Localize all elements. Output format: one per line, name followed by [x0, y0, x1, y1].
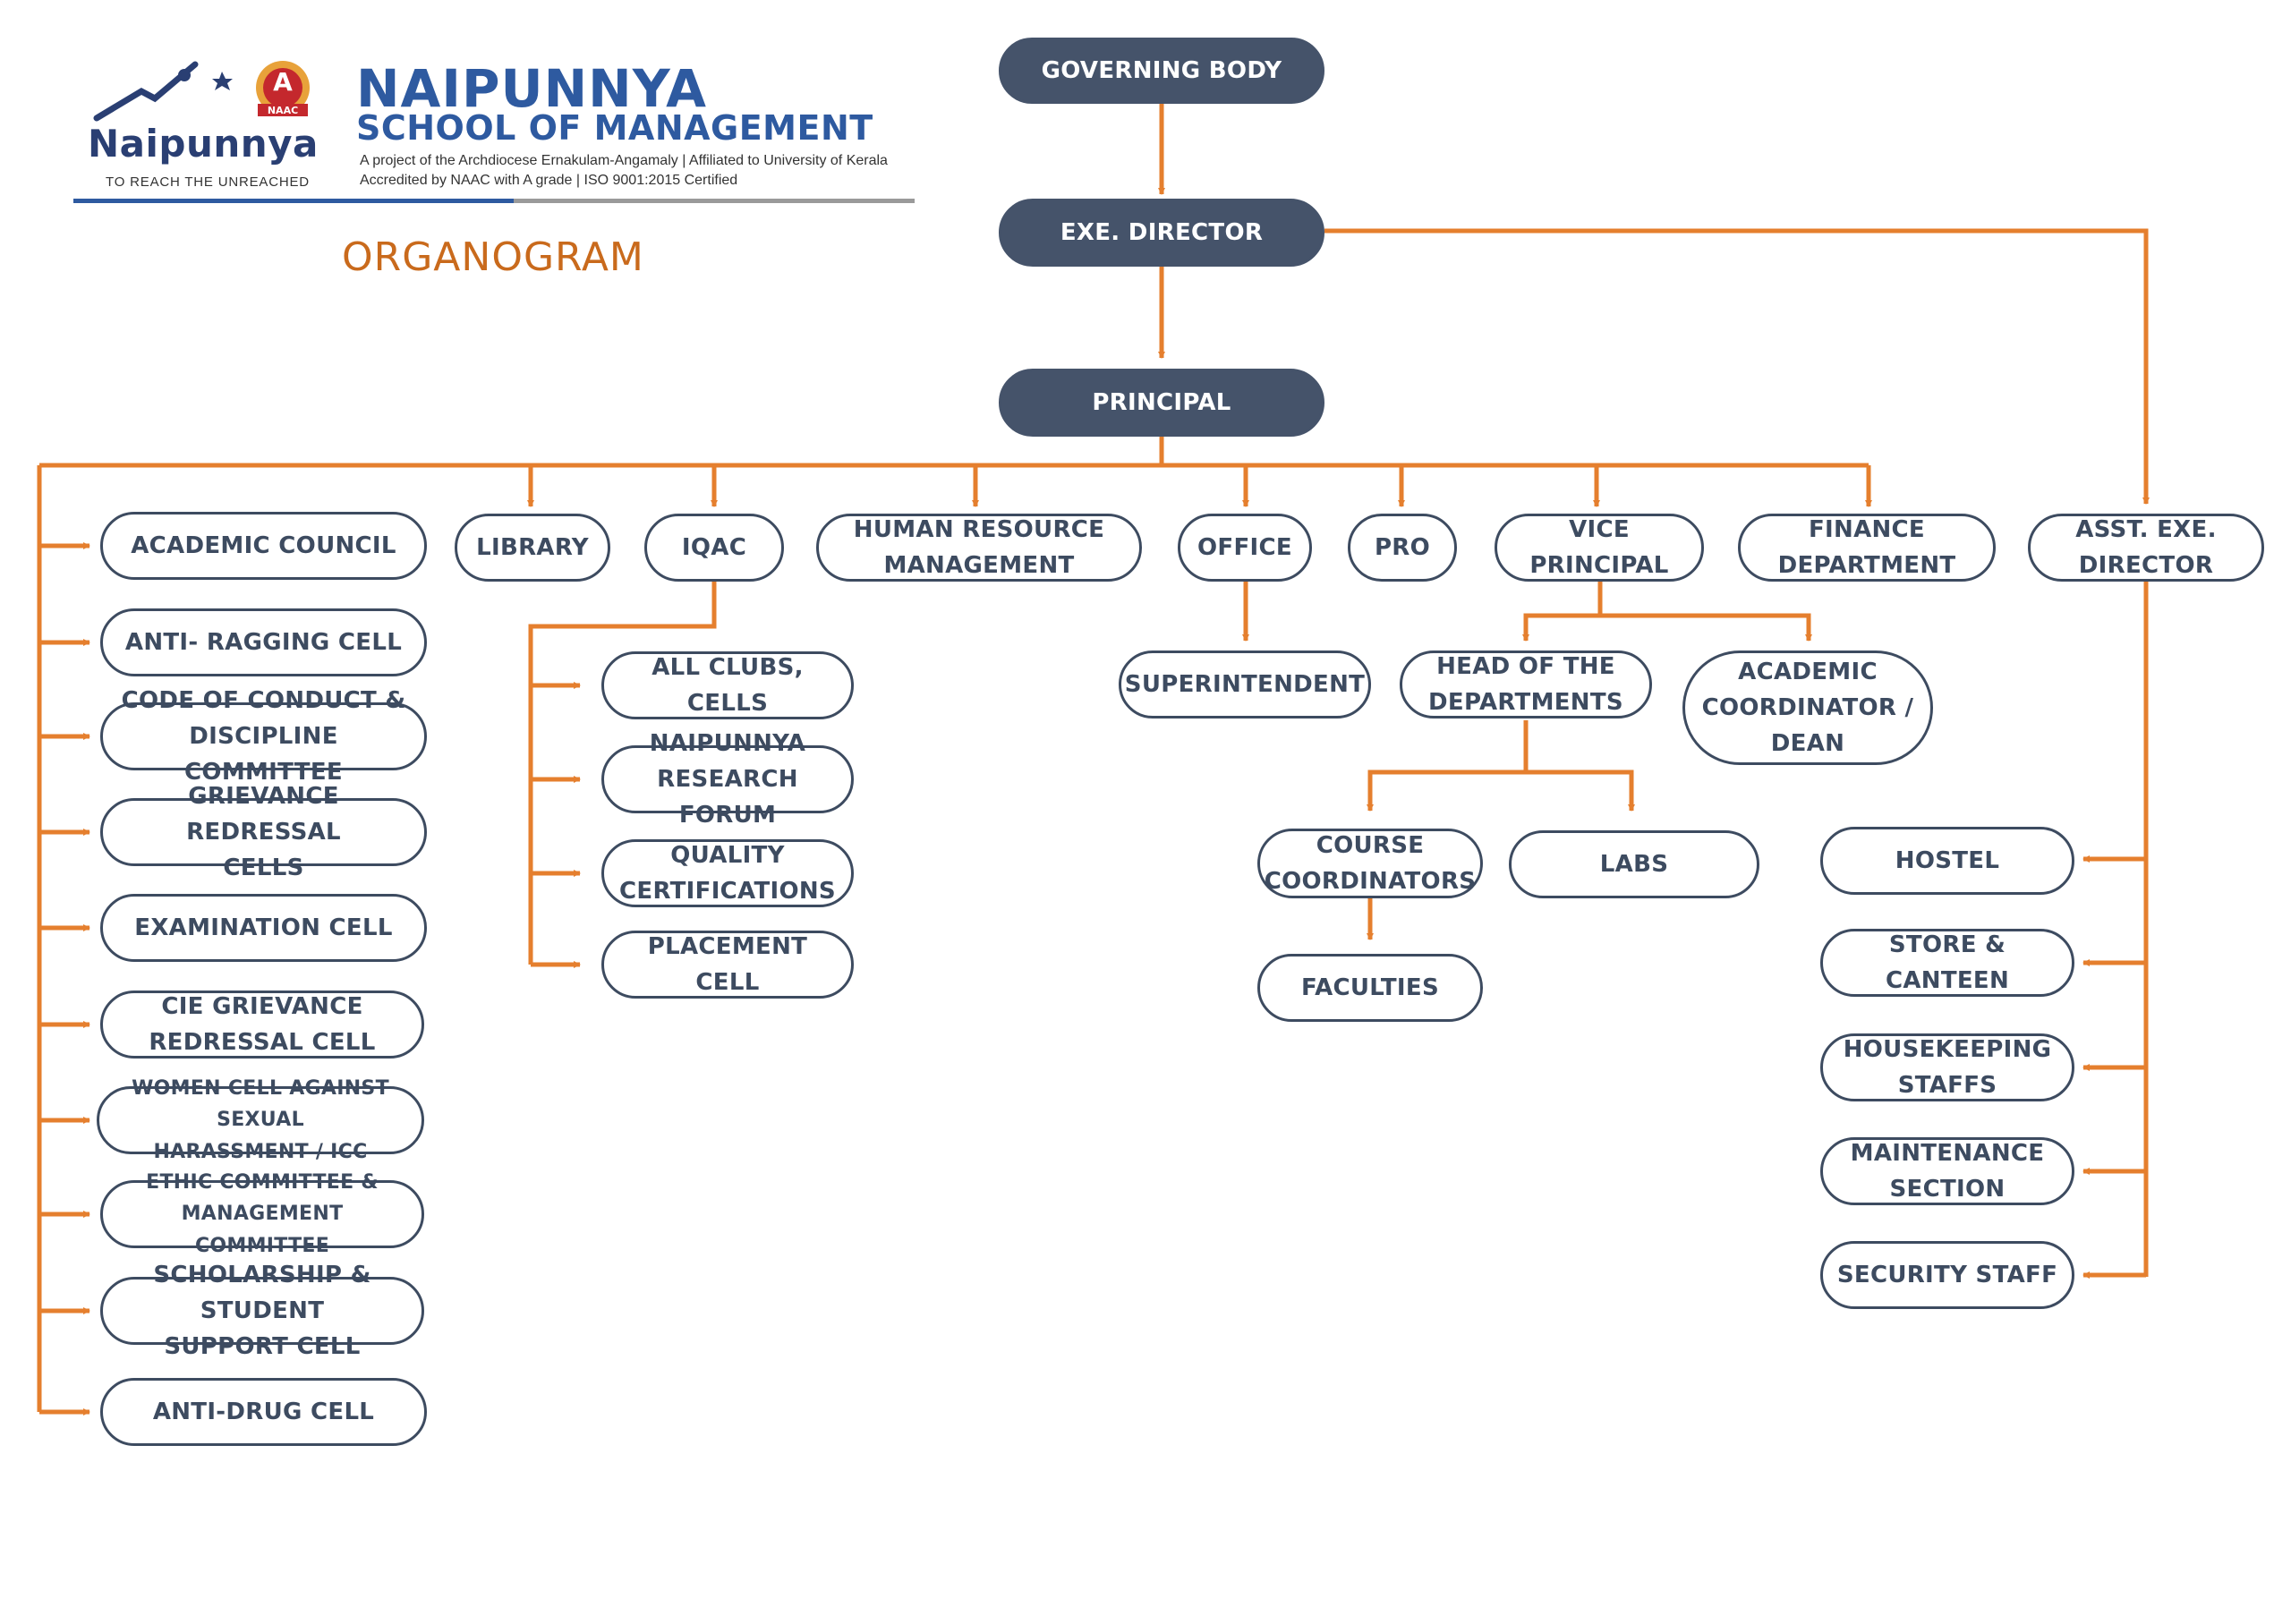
node-ethic-committee: ETHIC COMMITTEE & MANAGEMENT COMMITTEE	[100, 1171, 424, 1257]
node-finance-department: FINANCE DEPARTMENT	[1738, 514, 1996, 582]
accreditation-line: Accredited by NAAC with A grade | ISO 90…	[360, 173, 738, 188]
node-hr-management: HUMAN RESOURCE MANAGEMENT	[816, 514, 1142, 582]
node-labs: LABS	[1509, 830, 1759, 898]
node-all-clubs: ALL CLUBS, CELLS	[601, 651, 854, 719]
institution-name: NAIPUNNYA	[356, 58, 708, 119]
node-research-forum: NAIPUNNYA RESEARCH FORUM	[601, 730, 854, 829]
node-asst-exe-director: ASST. EXE. DIRECTOR	[2028, 514, 2264, 582]
affiliation-line: A project of the Archdiocese Ernakulam-A…	[360, 153, 888, 168]
naipunnya-logo	[88, 55, 320, 127]
node-exe-director: EXE. DIRECTOR	[999, 199, 1324, 267]
runner-icon	[93, 61, 233, 122]
node-academic-council: ACADEMIC COUNCIL	[100, 512, 427, 580]
node-placement-cell: PLACEMENT CELL	[601, 931, 854, 999]
node-scholarship: SCHOLARSHIP & STUDENT SUPPORT CELL	[100, 1262, 424, 1360]
node-cie-grievance: CIE GRIEVANCE REDRESSAL CELL	[100, 991, 424, 1059]
logo-tagline: TO REACH THE UNREACHED	[106, 174, 310, 190]
node-head-of-departments: HEAD OF THE DEPARTMENTS	[1400, 650, 1652, 718]
node-academic-coordinator: ACADEMIC COORDINATOR / DEAN	[1682, 650, 1933, 765]
node-vice-principal: VICE PRINCIPAL	[1495, 514, 1704, 582]
naac-badge: A NAAC	[251, 59, 315, 123]
node-anti-drug-cell: ANTI-DRUG CELL	[100, 1378, 427, 1446]
node-faculties: FACULTIES	[1257, 954, 1483, 1022]
logo-wordmark: Naipunnya	[88, 122, 319, 166]
node-hostel: HOSTEL	[1820, 827, 2074, 895]
header-rule-grey	[514, 199, 915, 203]
node-store-canteen: STORE & CANTEEN	[1820, 929, 2074, 997]
node-office: OFFICE	[1178, 514, 1312, 582]
node-principal: PRINCIPAL	[999, 369, 1324, 437]
node-examination-cell: EXAMINATION CELL	[100, 894, 427, 962]
node-women-cell: WOMEN CELL AGAINST SEXUAL HARASSMENT / I…	[97, 1077, 424, 1163]
school-name: SCHOOL OF MANAGEMENT	[356, 108, 873, 148]
node-code-of-conduct: CODE OF CONDUCT & DISCIPLINE COMMITTEE	[100, 687, 427, 786]
node-maintenance: MAINTENANCE SECTION	[1820, 1137, 2074, 1205]
node-grievance-redressal: GRIEVANCE REDRESSAL CELLS	[100, 783, 427, 881]
naac-label: NAAC	[267, 105, 299, 116]
node-library: LIBRARY	[455, 514, 610, 582]
node-superintendent: SUPERINTENDENT	[1119, 650, 1371, 718]
node-pro: PRO	[1348, 514, 1457, 582]
node-governing-body: GOVERNING BODY	[999, 38, 1324, 104]
node-iqac: IQAC	[644, 514, 784, 582]
header-rule-blue	[73, 199, 514, 203]
node-quality-certifications: QUALITY CERTIFICATIONS	[601, 839, 854, 907]
node-course-coordinators: COURSE COORDINATORS	[1257, 829, 1483, 898]
node-housekeeping: HOUSEKEEPING STAFFS	[1820, 1033, 2074, 1101]
page-title: ORGANOGRAM	[342, 234, 644, 280]
naac-grade: A	[273, 67, 293, 97]
node-anti-ragging-cell: ANTI- RAGGING CELL	[100, 608, 427, 676]
node-security-staff: SECURITY STAFF	[1820, 1241, 2074, 1309]
